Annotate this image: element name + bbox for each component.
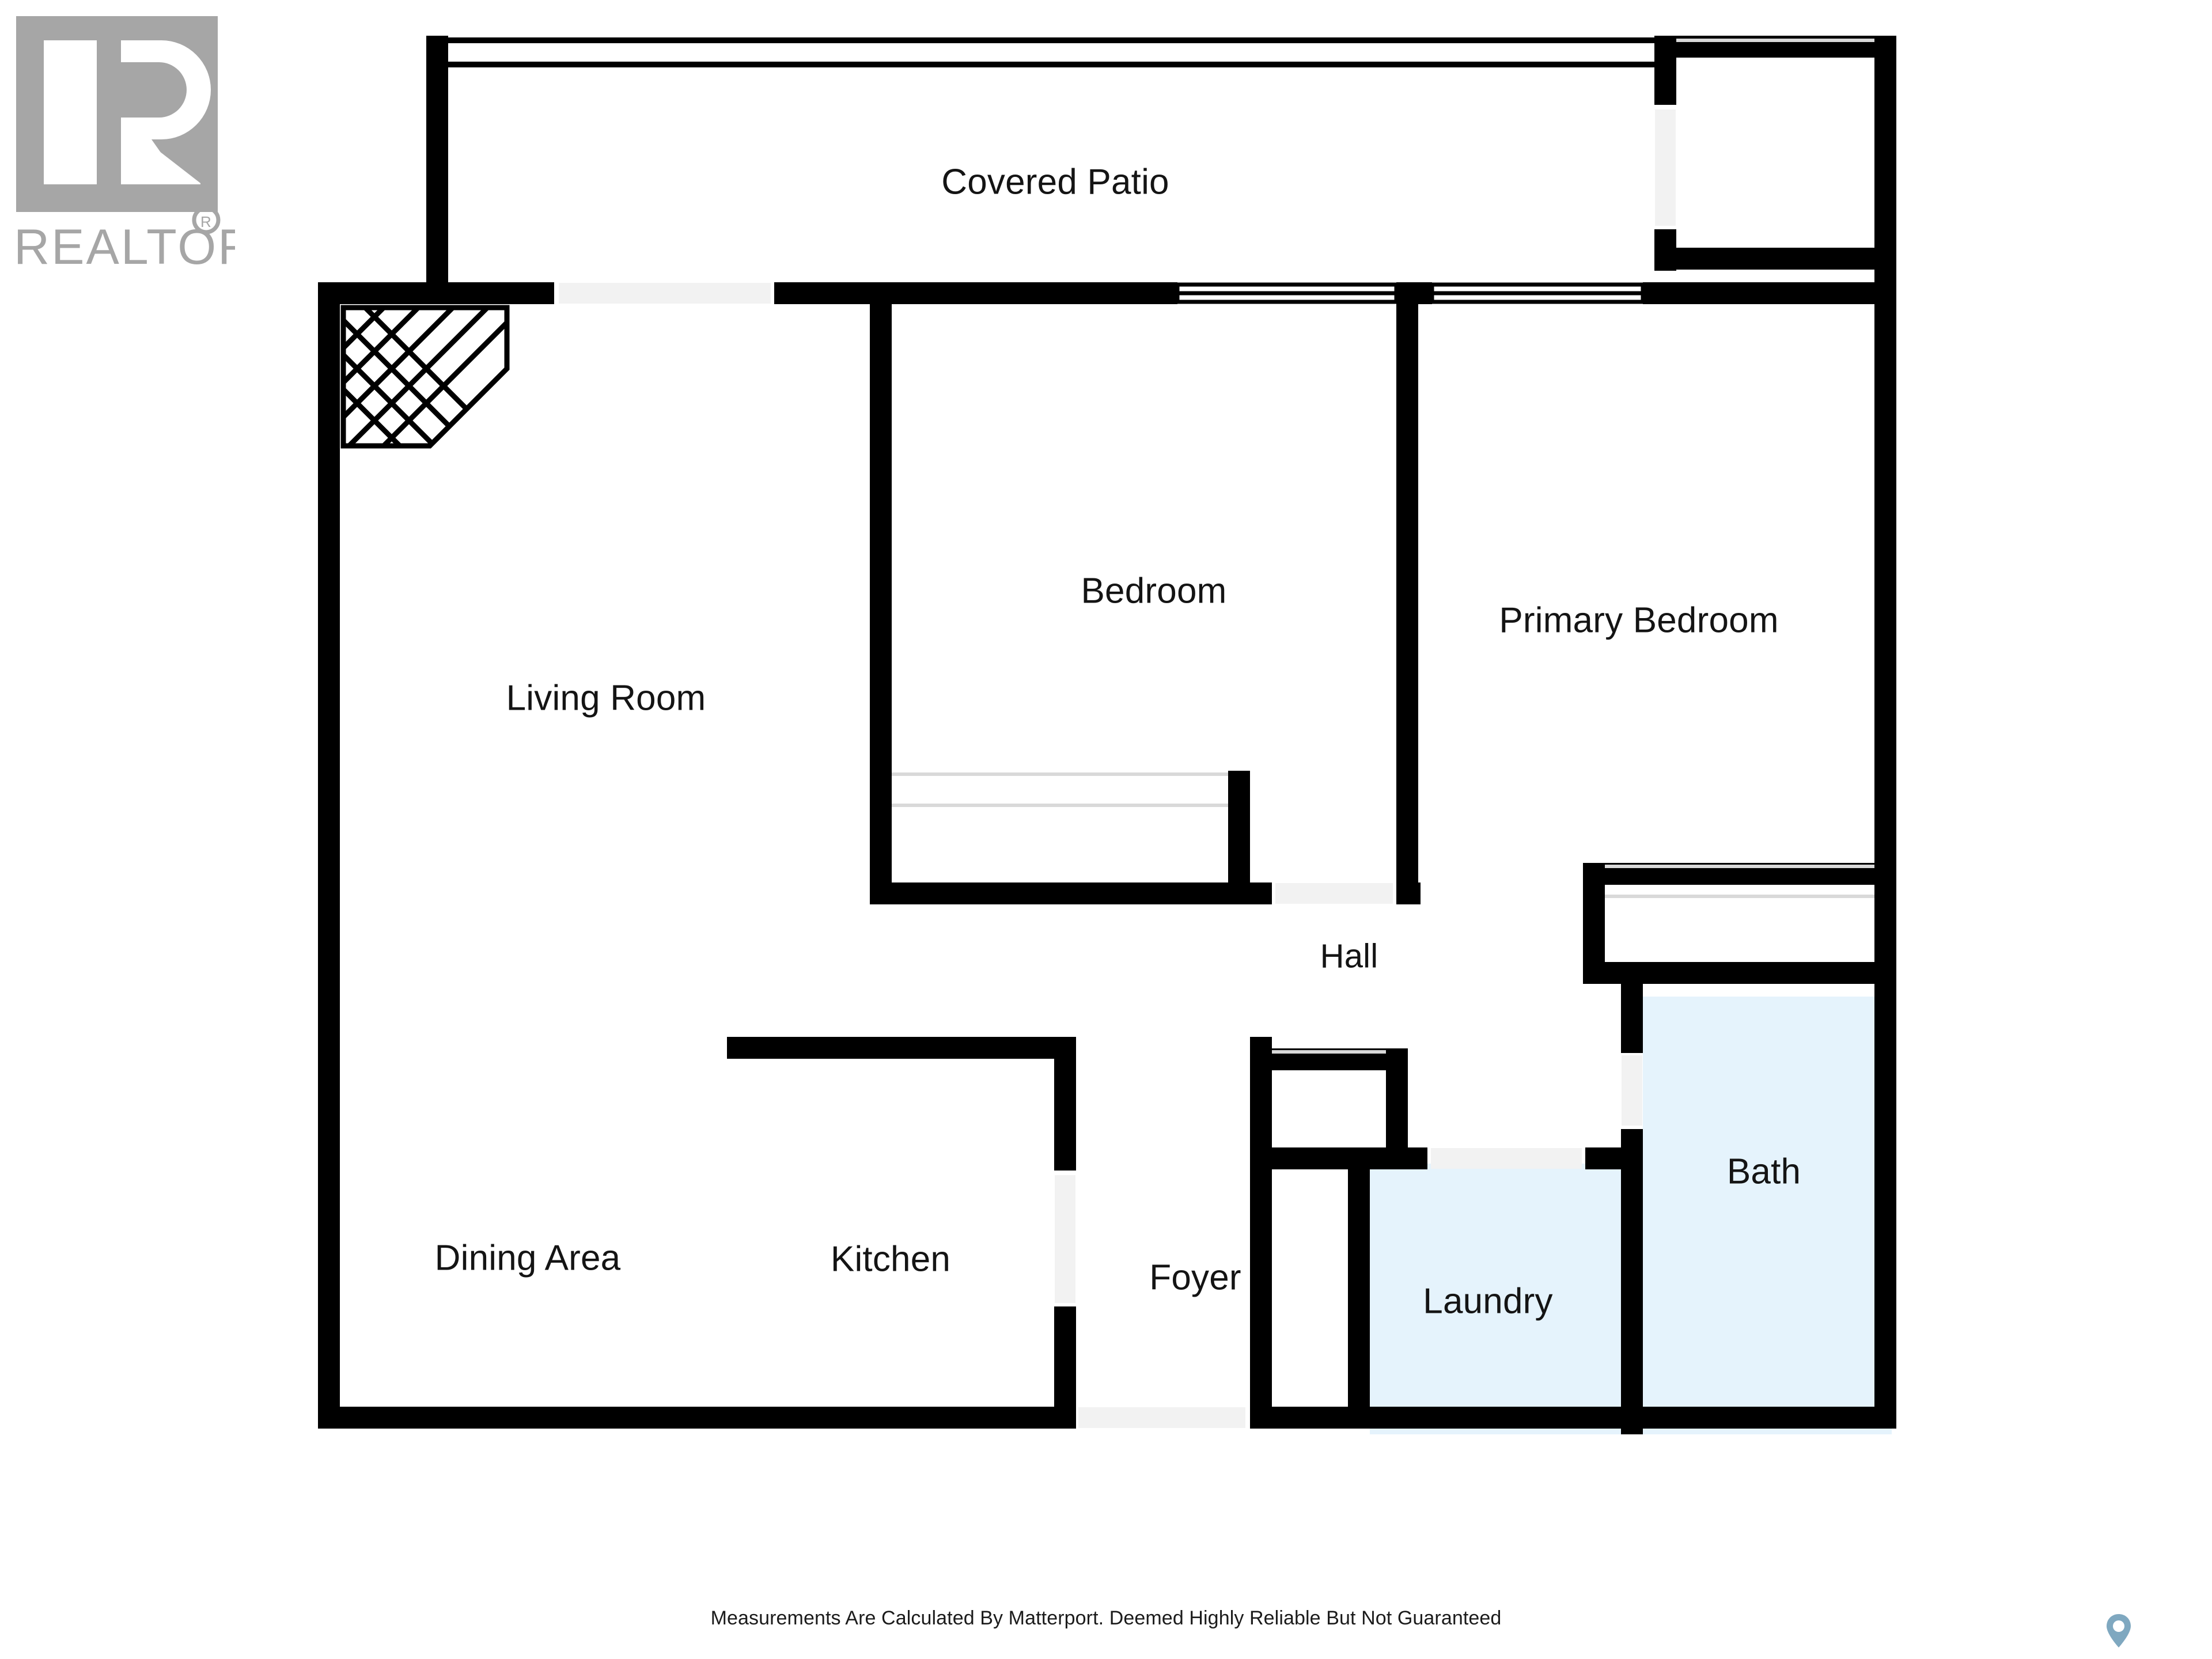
corner-fireplace xyxy=(340,305,510,449)
door-openings xyxy=(559,109,1676,1428)
map-pin-icon xyxy=(2107,1614,2131,1647)
window-symbols xyxy=(1175,282,1645,304)
room-label-primary-bedroom: Primary Bedroom xyxy=(1499,600,1779,641)
wet-room-fills xyxy=(1370,997,1892,1434)
room-label-dining-area: Dining Area xyxy=(434,1238,621,1278)
room-label-bedroom: Bedroom xyxy=(1081,571,1227,611)
room-label-kitchen: Kitchen xyxy=(830,1239,951,1279)
room-label-bath: Bath xyxy=(1726,1152,1801,1192)
closet-door-lines xyxy=(892,39,1874,1054)
patio-railing xyxy=(438,37,1656,67)
room-label-living-room: Living Room xyxy=(506,678,706,718)
room-label-laundry: Laundry xyxy=(1423,1281,1553,1321)
measurement-disclaimer: Measurements Are Calculated By Matterpor… xyxy=(710,1607,1502,1629)
walls xyxy=(318,36,1896,1434)
room-label-hall: Hall xyxy=(1320,937,1378,975)
room-label-foyer: Foyer xyxy=(1149,1257,1241,1298)
room-label-covered-patio: Covered Patio xyxy=(941,162,1169,202)
